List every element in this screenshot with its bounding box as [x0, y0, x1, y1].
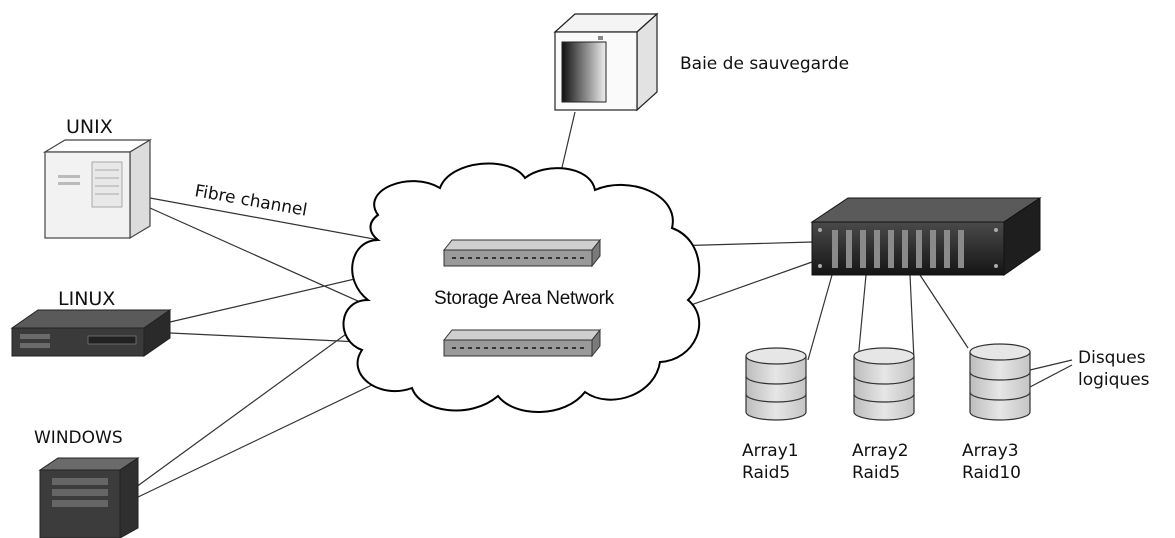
array1-label: Array1 Raid5 — [742, 440, 799, 484]
san-cloud — [342, 162, 701, 413]
connection-lines — [131, 111, 1073, 499]
san-label: Storage Area Network — [434, 288, 614, 309]
link-storage-array2a — [857, 274, 867, 361]
windows-server-icon — [38, 457, 140, 538]
fibre-switch-1-icon — [442, 238, 602, 268]
disk-array3-icon — [969, 343, 1031, 421]
array1-name: Array1 — [742, 441, 799, 461]
windows-label: WINDOWS — [34, 428, 123, 448]
disk-array2-icon — [853, 347, 915, 421]
logical-disks-line1: Disques — [1078, 348, 1146, 368]
storage-array-enclosure-icon — [810, 197, 1042, 276]
link-storage-array3 — [919, 274, 969, 349]
array2-name: Array2 — [852, 441, 909, 461]
array3-name: Array3 — [962, 441, 1019, 461]
link-label-array3-top — [1029, 359, 1073, 371]
unix-server-icon — [42, 138, 153, 240]
array3-label: Array3 Raid10 — [962, 440, 1021, 484]
link-storage-array2b — [909, 274, 915, 361]
fibre-channel-label: Fibre channel — [193, 181, 309, 220]
fibre-switch-2-icon — [442, 328, 602, 358]
array2-raid: Raid5 — [852, 463, 901, 483]
array3-raid: Raid10 — [962, 463, 1022, 483]
logical-disks-line2: logiques — [1078, 370, 1150, 390]
link-label-array3-bottom — [1029, 364, 1073, 388]
link-storage-array1 — [807, 274, 833, 361]
array1-raid: Raid5 — [742, 463, 791, 483]
array2-label: Array2 Raid5 — [852, 440, 909, 484]
linux-server-icon — [10, 309, 172, 357]
disk-array1-icon — [745, 347, 807, 421]
unix-label: UNIX — [66, 116, 113, 138]
logical-disks-label: Disques logiques — [1078, 347, 1150, 391]
linux-label: LINUX — [58, 288, 116, 310]
backup-storage-icon — [553, 12, 659, 112]
backup-label: Baie de sauvegarde — [680, 54, 850, 74]
